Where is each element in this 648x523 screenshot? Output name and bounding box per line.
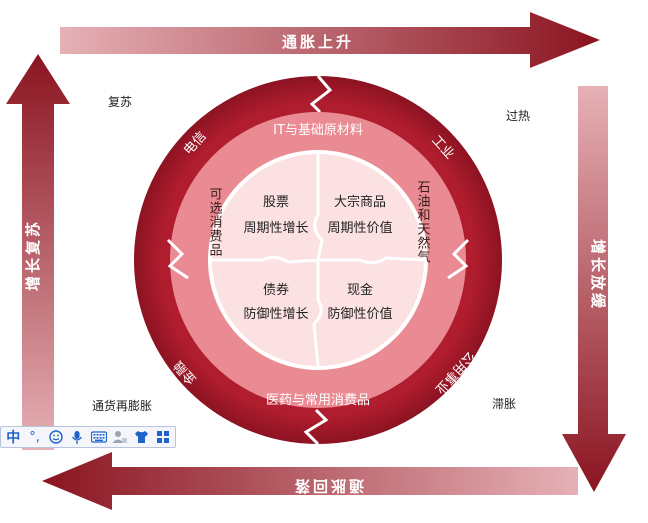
arrow-inflation-rising: 通胀上升 — [60, 12, 600, 68]
arrow-growth-recovery: 增长复苏 — [6, 54, 70, 450]
ime-toolbar: 中 °, — [0, 426, 176, 448]
ime-punctuation-toggle[interactable]: °, — [29, 429, 40, 445]
corner-label-overheat: 过热 — [506, 109, 530, 123]
inner-divider-horizontal — [212, 255, 425, 265]
shirt-skin-icon[interactable] — [132, 428, 150, 446]
middle-label-consumer-discretionary: 可选消费品 — [207, 187, 223, 257]
quadrant-commodities-title: 大宗商品 — [334, 194, 386, 210]
outer-ring-divider-bottom — [303, 408, 329, 446]
arrow-right-label: 增长放缓 — [589, 239, 607, 311]
quadrant-cash-title: 现金 — [347, 282, 373, 298]
user-settings-icon[interactable] — [111, 428, 129, 446]
corner-label-recovery: 复苏 — [108, 95, 132, 109]
quadrant-bonds-title: 债券 — [263, 282, 289, 298]
quadrant-cash-subtitle: 防御性价值 — [327, 306, 392, 322]
outer-ring-divider-top — [309, 75, 333, 114]
quadrant-stocks-subtitle: 周期性增长 — [243, 221, 308, 236]
arrow-inflation-falling: 通胀回落 — [42, 452, 578, 510]
quadrant-bonds-subtitle: 防御性增长 — [243, 306, 308, 322]
keyboard-icon[interactable] — [90, 428, 108, 446]
middle-label-healthcare-staples: 医药与常用消费品 — [266, 393, 370, 408]
microphone-icon[interactable] — [68, 428, 86, 446]
quadrant-stocks-title: 股票 — [263, 195, 289, 210]
quadrant-commodities: 大宗商品 周期性价值 — [327, 194, 392, 236]
arrow-left-label: 增长复苏 — [24, 219, 42, 291]
quadrant-commodities-subtitle: 周期性价值 — [327, 220, 392, 236]
ime-mode-toggle[interactable]: 中 — [6, 430, 21, 446]
toolbox-grid-icon[interactable] — [154, 428, 172, 446]
corner-label-stagflation: 滞胀 — [492, 397, 516, 411]
middle-label-oil-gas: 石油和天然气 — [415, 180, 431, 264]
corner-label-reflation: 通货再膨胀 — [92, 398, 152, 413]
quadrant-cash: 现金 防御性价值 — [327, 282, 392, 322]
arrow-growth-slowing: 增长放缓 — [562, 86, 626, 492]
quadrant-bonds: 债券 防御性增长 — [243, 282, 308, 322]
arrow-top-label: 通胀上升 — [282, 33, 354, 51]
middle-ring-divider-right — [447, 238, 470, 280]
quadrant-stocks: 股票 周期性增长 — [243, 195, 308, 236]
middle-ring-divider-left — [166, 238, 189, 280]
arrow-bottom-label: 通胀回落 — [292, 477, 364, 495]
smiley-icon[interactable] — [47, 428, 65, 446]
middle-label-it-materials: IT与基础原材料 — [273, 123, 363, 138]
